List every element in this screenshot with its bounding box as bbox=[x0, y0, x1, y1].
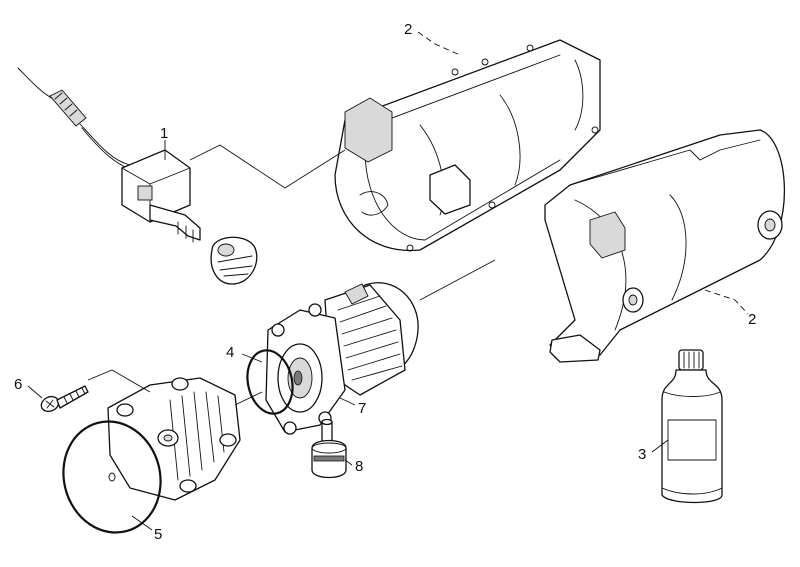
callout-2-top: 2 bbox=[404, 21, 412, 38]
part-5-gasket-ring bbox=[62, 420, 162, 534]
motor-winding-lines bbox=[337, 295, 403, 381]
callout-6: 6 bbox=[14, 376, 22, 393]
housing-upper-hook bbox=[359, 191, 389, 216]
power-cable bbox=[17, 67, 56, 101]
assembly-line-motor-to-housing bbox=[419, 259, 496, 301]
strain-relief-ribs bbox=[54, 92, 78, 117]
part-1-switch-assembly bbox=[17, 67, 258, 285]
assembly-line-screw-to-pump bbox=[87, 369, 151, 393]
damper-body-top bbox=[311, 442, 347, 454]
leader-6 bbox=[27, 385, 43, 399]
pump-head-bosses bbox=[116, 377, 237, 493]
housing-upper-inner-edge bbox=[359, 54, 561, 241]
leader-5 bbox=[131, 515, 153, 531]
bottle-cap-ribs bbox=[683, 351, 700, 369]
housing-lower-boss-1-hole bbox=[764, 218, 776, 232]
callout-3: 3 bbox=[638, 446, 646, 463]
damper-collar bbox=[313, 455, 345, 462]
assembly-line-switch-to-housing bbox=[189, 144, 346, 189]
screw-thread bbox=[63, 387, 86, 404]
bottle-bottom bbox=[661, 487, 723, 495]
switch-knob bbox=[210, 236, 258, 285]
pump-head-port bbox=[163, 434, 173, 442]
switch-knob-shaft bbox=[217, 243, 235, 257]
bottle-body bbox=[661, 369, 723, 504]
motor-shaft bbox=[293, 370, 303, 386]
part-2-housing-upper bbox=[334, 39, 601, 252]
callout-1: 1 bbox=[160, 125, 168, 142]
screw-shank bbox=[56, 385, 89, 409]
switch-terminal-block bbox=[137, 185, 153, 201]
housing-lower-top-rim bbox=[569, 139, 761, 186]
housing-upper-shell bbox=[334, 39, 601, 252]
housing-upper-clip bbox=[344, 97, 393, 163]
bottle-shoulder bbox=[663, 391, 721, 397]
housing-upper-latch bbox=[429, 164, 471, 215]
switch-pins bbox=[177, 221, 194, 243]
assembly-lines bbox=[87, 144, 496, 406]
callout-8: 8 bbox=[355, 458, 363, 475]
callout-leaders bbox=[27, 31, 749, 531]
housing-upper-pins bbox=[406, 44, 599, 252]
housing-upper-rib-2 bbox=[499, 94, 521, 186]
callout-numbers: 1 2 2 3 4 5 6 7 8 bbox=[14, 21, 756, 543]
part-7-motor bbox=[265, 282, 419, 435]
assembly-line-pump-to-motor bbox=[234, 391, 263, 406]
part-8-damper bbox=[311, 418, 347, 479]
screw-drive bbox=[45, 399, 55, 409]
housing-lower-boss-2-hole bbox=[628, 294, 638, 306]
leader-2-right bbox=[704, 289, 749, 315]
part-6-screw bbox=[40, 385, 89, 413]
leader-7 bbox=[339, 397, 356, 406]
part-5-pump-head bbox=[107, 377, 241, 501]
part-4-o-ring bbox=[246, 349, 294, 415]
switch-knob-grip bbox=[217, 255, 253, 277]
housing-lower-foot bbox=[549, 334, 601, 363]
damper-stem-top bbox=[321, 418, 333, 426]
switch-bracket bbox=[149, 204, 201, 241]
leader-3 bbox=[651, 439, 669, 453]
callout-2-right: 2 bbox=[748, 311, 756, 328]
housing-lower-seam bbox=[669, 194, 687, 301]
leader-8 bbox=[344, 459, 353, 466]
housing-upper-end-curve bbox=[574, 59, 584, 131]
leader-2-top bbox=[417, 31, 461, 56]
part-2-housing-lower bbox=[544, 129, 786, 363]
callout-5: 5 bbox=[154, 526, 162, 543]
housing-lower-clip bbox=[589, 211, 626, 259]
callout-7: 7 bbox=[358, 400, 366, 417]
part-3-oil-bottle bbox=[661, 349, 723, 504]
motor-terminal-tab bbox=[344, 283, 369, 305]
callout-4: 4 bbox=[226, 344, 234, 361]
part-5-gasket-center bbox=[108, 472, 116, 482]
leader-4 bbox=[241, 353, 263, 363]
